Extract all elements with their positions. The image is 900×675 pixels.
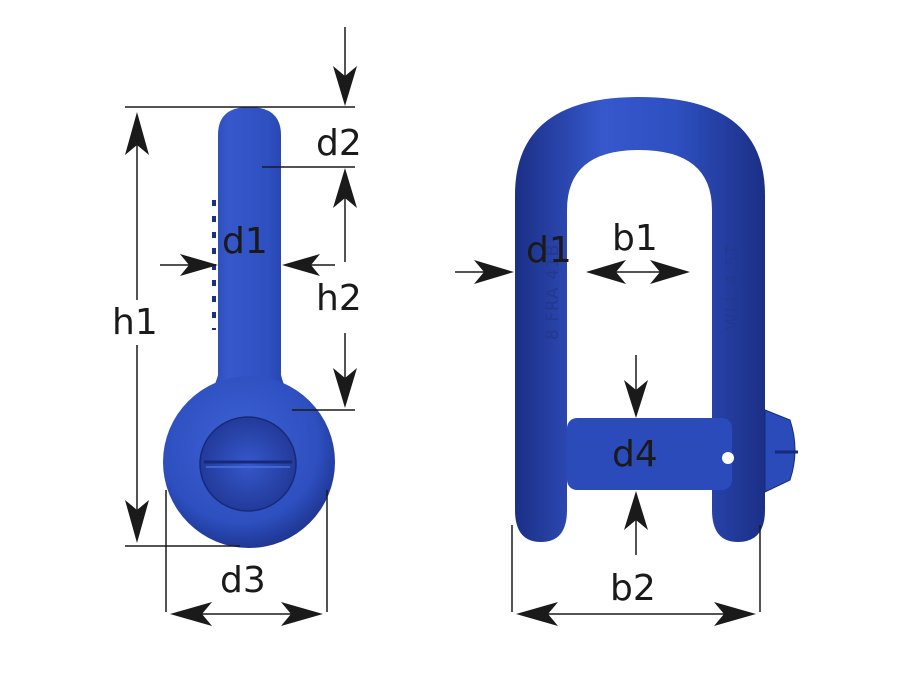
pin-hole [722, 452, 734, 464]
d2-arrow-down [333, 66, 357, 106]
label-h1: h1 [112, 302, 158, 343]
h2-arrow-up [333, 168, 357, 208]
label-h2: h2 [316, 278, 362, 319]
d1-side-arrow-left [180, 254, 218, 276]
d3-arrow-right [281, 602, 323, 626]
b1-arrow-left [586, 260, 626, 284]
label-d4: d4 [612, 434, 658, 475]
h1-arrow-bottom [125, 500, 149, 543]
pin-head [199, 416, 297, 512]
label-d3: d3 [220, 560, 266, 601]
side-dimensions: h1 d2 h2 d1 d3 [108, 27, 362, 626]
h2-arrow-down [333, 368, 357, 408]
b2-arrow-right [714, 602, 756, 626]
front-pin [567, 418, 732, 490]
front-dimensions: d1 b1 d4 b2 [455, 218, 761, 626]
emboss-right-leg: WLL 4,5T [723, 243, 743, 330]
label-b2: b2 [610, 568, 656, 609]
b2-arrow-left [516, 602, 558, 626]
label-d1-side: d1 [222, 221, 268, 262]
d3-arrow-left [170, 602, 212, 626]
d1-side-arrow-right [282, 254, 320, 276]
emboss-left-leg: 8 FRA 41B [543, 244, 563, 340]
h1-label-bg [108, 300, 164, 345]
d4-arrow-down [624, 380, 648, 418]
b1-arrow-right [650, 260, 690, 284]
label-d2: d2 [316, 123, 362, 164]
front-bow [515, 97, 765, 542]
side-shank [180, 107, 318, 425]
label-d1-front: d1 [526, 230, 572, 271]
shackle-front-view: 8 FRA 41B WLL 4,5T [515, 97, 798, 542]
d4-arrow-up [624, 491, 648, 530]
h1-arrow-top [125, 112, 149, 155]
label-b1: b1 [612, 218, 658, 259]
d1-front-arrow [474, 260, 514, 284]
shackle-side-view [163, 107, 335, 548]
